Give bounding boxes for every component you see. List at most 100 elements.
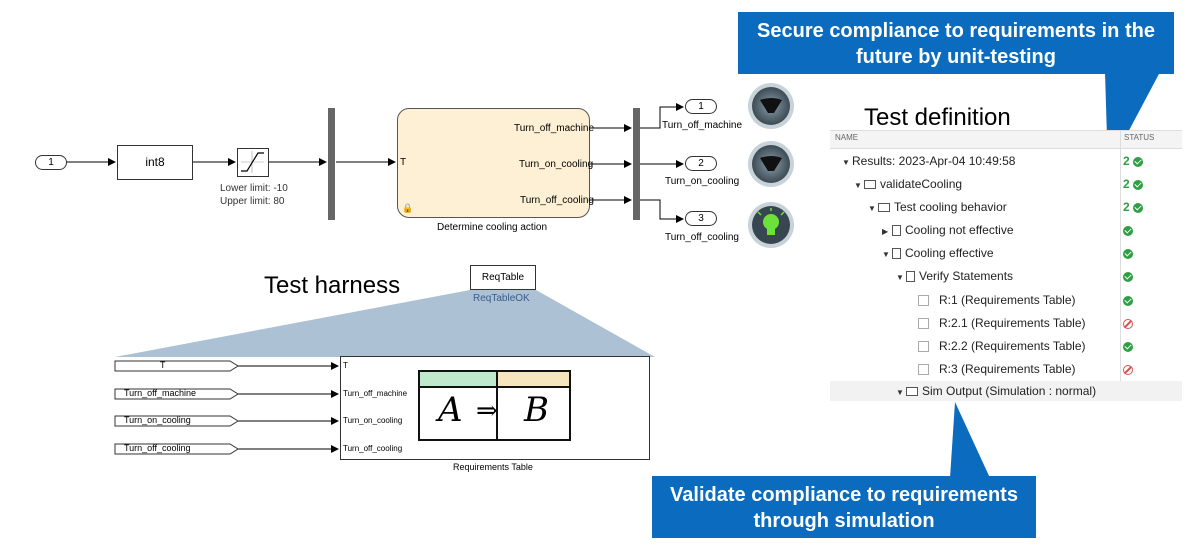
chart-output-1: Turn_off_machine xyxy=(514,123,595,134)
saturation-block[interactable] xyxy=(237,148,269,177)
results-row[interactable]: R:1 (Requirements Table) xyxy=(832,289,1182,312)
outport-3[interactable]: 3 xyxy=(685,211,717,226)
int8-block[interactable]: int8 xyxy=(117,145,193,180)
results-row-label: Results: 2023-Apr-04 10:49:58 xyxy=(852,154,1016,168)
req-port-T: T xyxy=(343,361,348,370)
pass-count: 2 xyxy=(1123,177,1130,191)
results-row-label: Sim Output (Simulation : normal) xyxy=(922,384,1097,398)
req-table-icon: A ⇒ B xyxy=(418,370,571,441)
callout-simulation: Validate compliance to requirements thro… xyxy=(652,476,1036,538)
test-file-icon xyxy=(864,180,876,190)
results-row-status xyxy=(1123,339,1133,353)
harness-projection xyxy=(115,290,655,357)
inport-block[interactable]: 1 xyxy=(35,155,67,170)
fail-icon xyxy=(1123,318,1133,329)
formula-implies: ⇒ xyxy=(476,396,498,426)
pass-check-icon xyxy=(1132,156,1143,167)
stateflow-chart[interactable] xyxy=(397,108,590,218)
results-row[interactable]: ▶ Cooling not effective xyxy=(832,219,1182,242)
results-row-label: Cooling not effective xyxy=(905,223,1014,237)
results-row-label: R:2.1 (Requirements Table) xyxy=(939,316,1086,330)
pass-check-icon xyxy=(1123,341,1133,352)
results-row-label: Verify Statements xyxy=(919,269,1014,283)
chart-output-3: Turn_off_cooling xyxy=(520,195,594,206)
results-row-label: R:3 (Requirements Table) xyxy=(939,362,1076,376)
outport-2-label: Turn_on_cooling xyxy=(665,176,740,187)
results-row[interactable]: R:2.1 (Requirements Table) xyxy=(832,312,1182,335)
lamp-2 xyxy=(748,141,794,187)
collapse-arrow-icon[interactable]: ▼ xyxy=(896,273,904,282)
collapse-arrow-icon[interactable]: ▼ xyxy=(842,158,850,167)
saturation-lower-limit: Lower limit: -10 xyxy=(220,183,288,194)
results-row[interactable]: ▼ validateCooling 2 xyxy=(832,173,1182,196)
collapse-arrow-icon[interactable]: ▼ xyxy=(854,181,862,190)
chart-input-T: T xyxy=(400,157,407,168)
test-case-icon xyxy=(892,225,901,237)
results-row-label: R:2.2 (Requirements Table) xyxy=(939,339,1086,353)
pass-count: 2 xyxy=(1123,200,1130,214)
test-case-icon xyxy=(906,271,915,283)
outport-1[interactable]: 1 xyxy=(685,99,717,114)
results-row[interactable]: ▼ Verify Statements xyxy=(832,265,1182,288)
saturation-upper-limit: Upper limit: 80 xyxy=(220,196,285,207)
collapse-arrow-icon[interactable]: ▼ xyxy=(868,204,876,213)
chart-lock-icon: 🔒 xyxy=(402,203,414,213)
results-row-status: 2 xyxy=(1123,177,1143,191)
results-row-label: R:1 (Requirements Table) xyxy=(939,293,1076,307)
reqtable-caption: ReqTableOK xyxy=(473,293,530,304)
col-header-status[interactable]: STATUS xyxy=(1124,133,1155,142)
formula-b: B xyxy=(524,390,549,430)
pass-count: 2 xyxy=(1123,154,1130,168)
results-row[interactable]: R:2.2 (Requirements Table) xyxy=(832,335,1182,358)
checkbox[interactable] xyxy=(918,295,929,307)
pass-check-icon xyxy=(1123,271,1133,282)
checkbox[interactable] xyxy=(918,341,929,353)
lamp-3 xyxy=(748,202,794,248)
collapse-arrow-icon[interactable]: ▼ xyxy=(882,250,890,259)
results-row-label: validateCooling xyxy=(880,177,963,191)
callout-unit-testing: Secure compliance to requirements in the… xyxy=(738,12,1174,74)
results-row[interactable]: ▼Results: 2023-Apr-04 10:49:58 2 xyxy=(832,150,1182,173)
chart-output-2: Turn_on_cooling xyxy=(519,159,594,170)
test-case-icon xyxy=(892,248,901,260)
outport-3-label: Turn_off_cooling xyxy=(665,232,739,243)
results-row[interactable]: ▼ Sim Output (Simulation : normal) xyxy=(832,380,1182,403)
expand-arrow-icon[interactable]: ▶ xyxy=(882,227,889,236)
test-harness-heading: Test harness xyxy=(264,272,401,299)
req-table-caption: Requirements Table xyxy=(453,462,533,472)
results-table xyxy=(830,130,1182,401)
fail-icon xyxy=(1123,364,1133,375)
results-row-status xyxy=(1123,246,1133,260)
results-row-status: 2 xyxy=(1123,200,1143,214)
checkbox[interactable] xyxy=(918,318,929,330)
req-port-turn-off-machine: Turn_off_machine xyxy=(343,389,408,398)
results-row-status xyxy=(1123,316,1133,330)
collapse-arrow-icon[interactable]: ▼ xyxy=(896,388,904,397)
test-file-icon xyxy=(878,203,890,213)
outport-2[interactable]: 2 xyxy=(685,156,717,171)
reqtable-block[interactable]: ReqTable xyxy=(470,265,536,290)
formula-a: A xyxy=(438,390,463,430)
req-port-turn-off-cooling: Turn_off_cooling xyxy=(343,444,403,453)
col-header-name[interactable]: NAME xyxy=(835,133,859,142)
callout-bottom-pointer xyxy=(950,402,990,478)
results-row-status xyxy=(1123,269,1133,283)
outport-1-label: Turn_off_machine xyxy=(662,120,743,131)
lamp-1 xyxy=(748,83,794,129)
results-row[interactable]: R:3 (Requirements Table) xyxy=(832,358,1182,381)
results-row[interactable]: ▼ Test cooling behavior 2 xyxy=(832,196,1182,219)
pass-check-icon xyxy=(1132,202,1143,213)
pass-check-icon xyxy=(1123,295,1133,306)
results-row[interactable]: ▼Cooling effective xyxy=(832,242,1182,265)
harness-signal-T: T xyxy=(160,360,166,370)
harness-signal-turn-on-cooling: Turn_on_cooling xyxy=(124,415,191,425)
pass-check-icon xyxy=(1123,225,1133,236)
results-row-label: Test cooling behavior xyxy=(894,200,1007,214)
checkbox[interactable] xyxy=(918,364,929,376)
results-row-status: 2 xyxy=(1123,154,1143,168)
results-row-status xyxy=(1123,293,1133,307)
pass-check-icon xyxy=(1123,248,1133,259)
chart-caption: Determine cooling action xyxy=(437,222,548,233)
harness-signal-turn-off-cooling: Turn_off_cooling xyxy=(124,443,191,453)
test-definition-heading: Test definition xyxy=(864,104,1011,131)
